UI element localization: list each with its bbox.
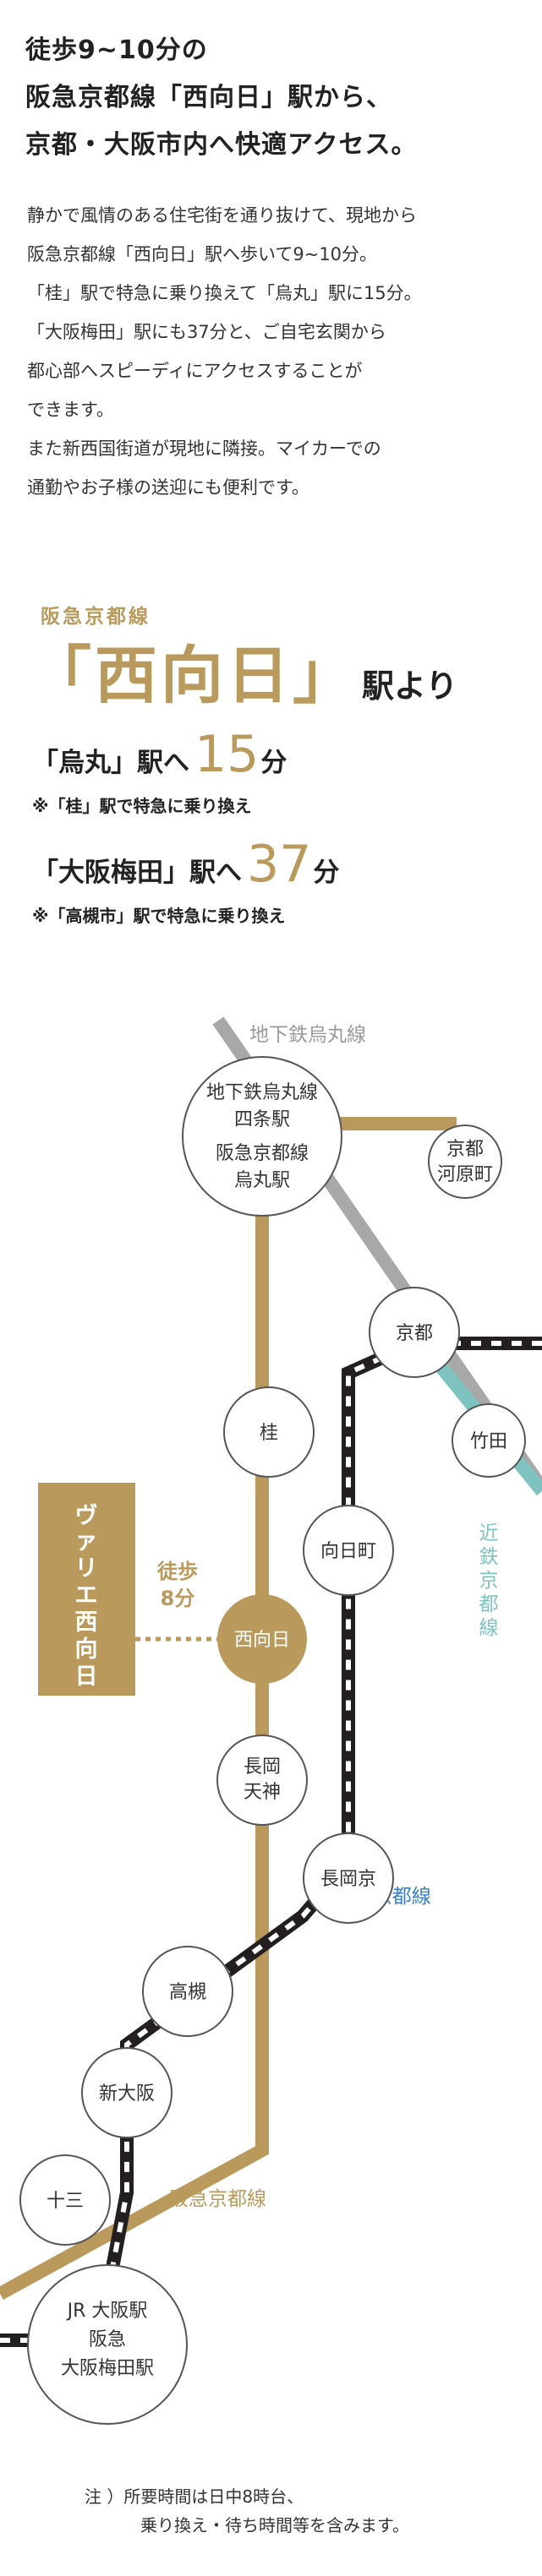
origin-station-suffix: 駅より xyxy=(362,667,458,705)
description-line: 通勤やお子様の送迎にも便利です。 xyxy=(27,477,309,498)
description-line: できます。 xyxy=(27,400,114,420)
station-label: 地下鉄烏丸線 xyxy=(206,1082,318,1103)
station-label: 京都 xyxy=(396,1323,433,1344)
station-label: 十三 xyxy=(47,2191,84,2212)
headline: 徒歩9~10分の 阪急京都線「西向日」駅から、 京都・大阪市内へ快適アクセス。 xyxy=(25,27,524,169)
property-char: 日 xyxy=(75,1664,98,1690)
station-label: 長岡京 xyxy=(320,1869,376,1890)
kintetsu-char: 近 xyxy=(479,1522,499,1544)
walk-label: 徒歩 xyxy=(156,1560,198,1583)
origin-station: 「西向日」駅より xyxy=(29,625,457,716)
station-takatsuki xyxy=(142,1946,233,2037)
footnote-line: 乗り換え・待ち時間等を含みます。 xyxy=(140,2515,409,2535)
subway-line-label: 地下鉄烏丸線 xyxy=(249,1024,366,1046)
station-kyoto xyxy=(369,1287,460,1378)
property-char: ァ xyxy=(75,1528,98,1555)
headline-line-3: 京都・大阪市内へ快適アクセス。 xyxy=(25,130,418,160)
station-label: 京都 xyxy=(446,1139,484,1160)
description-line: 「大阪梅田」駅にも37分と、ご自宅玄関から xyxy=(27,322,386,342)
station-label: 阪急 xyxy=(89,2329,126,2350)
station-nishimuko xyxy=(217,1594,307,1684)
origin-line-name: 阪急京都線 xyxy=(41,606,151,628)
description-line: 「桂」駅で特急に乗り換えて「烏丸」駅に15分。 xyxy=(27,283,422,303)
station-nagaokakyo xyxy=(303,1833,394,1924)
property-name: ヴ ァ リ エ 西 向 日 xyxy=(75,1502,98,1690)
travel-minutes: 15 xyxy=(194,725,260,784)
kintetsu-char: 京 xyxy=(479,1570,499,1592)
travel-unit: 分 xyxy=(260,748,287,778)
station-label: 竹田 xyxy=(470,1431,507,1452)
description-line: 都心部へスピーディにアクセスすることが xyxy=(27,361,363,381)
station-label: 高槻 xyxy=(169,1982,206,2003)
kintetsu-char: 線 xyxy=(479,1617,499,1639)
footnote-line: 注 ）所要時間は日中8時台、 xyxy=(85,2486,304,2507)
kintetsu-line-label: 近 鉄 京 都 線 xyxy=(479,1522,499,1639)
property-char: リ xyxy=(75,1555,98,1582)
hankyu-line-label: 阪急京都線 xyxy=(169,2188,266,2210)
station-label: 大阪梅田駅 xyxy=(61,2358,154,2379)
station-osaka xyxy=(27,2264,188,2425)
kintetsu-char: 鉄 xyxy=(479,1546,499,1568)
transfer-note: ※「桂」駅で特急に乗り換え xyxy=(32,796,252,816)
station-label: 阪急京都線 xyxy=(216,1143,309,1164)
description-line: また新西国街道が現地に隣接。マイカーでの xyxy=(27,438,381,459)
property-box xyxy=(38,1483,135,1696)
description-line: 阪急京都線「西向日」駅へ歩いて9~10分。 xyxy=(27,244,378,264)
station-katsura xyxy=(223,1386,315,1478)
station-label: 向日町 xyxy=(320,1541,376,1562)
station-juso xyxy=(19,2154,111,2246)
station-label: JR 大阪駅 xyxy=(66,2301,148,2322)
station-label: 烏丸駅 xyxy=(234,1170,290,1191)
kintetsu-char: 都 xyxy=(479,1593,499,1615)
station-label: 河原町 xyxy=(437,1164,493,1185)
route-map: ヴ ァ リ エ 西 向 日 徒歩 8分 地下鉄烏丸線 JR京都線 阪急京都線 近… xyxy=(0,1016,542,2425)
station-nagaokatenjin xyxy=(216,1735,308,1826)
description: 静かで風情のある住宅街を通り抜けて、現地から 阪急京都線「西向日」駅へ歩いて9~… xyxy=(27,196,526,507)
station-label: 新大阪 xyxy=(99,2083,155,2105)
station-label: 四条駅 xyxy=(234,1109,290,1130)
travel-destination: 「烏丸」駅へ xyxy=(32,748,189,778)
station-label: 天神 xyxy=(244,1782,281,1803)
station-label: 長岡 xyxy=(244,1756,281,1778)
property-char: ヴ xyxy=(75,1502,98,1529)
station-label: 西向日 xyxy=(234,1630,290,1651)
station-shinosaka xyxy=(81,2047,172,2138)
station-takeda xyxy=(452,1403,526,1478)
description-line: 静かで風情のある住宅街を通り抜けて、現地から xyxy=(27,205,417,226)
station-mukomachi xyxy=(303,1505,394,1596)
footnote: 注 ）所要時間は日中8時台、 乗り換え・待ち時間等を含みます。 xyxy=(85,2482,409,2540)
station-kawaramachi xyxy=(428,1125,502,1199)
hankyu-line xyxy=(0,2087,269,2301)
property-char: エ xyxy=(75,1582,98,1609)
station-karasuma xyxy=(182,1056,342,1217)
travel-unit: 分 xyxy=(313,858,340,888)
travel-minutes: 37 xyxy=(247,835,312,894)
origin-station-name: 「西向日」 xyxy=(29,640,359,712)
station-label: 桂 xyxy=(260,1423,278,1444)
property-char: 西 xyxy=(75,1609,98,1636)
walk-time: 8分 xyxy=(161,1587,195,1610)
travel-destination: 「大阪梅田」駅へ xyxy=(32,858,242,888)
transfer-note: ※「高槻市」駅で特急に乗り換え xyxy=(32,906,286,926)
headline-line-1: 徒歩9~10分の xyxy=(25,35,208,65)
headline-line-2: 阪急京都線「西向日」駅から、 xyxy=(25,83,392,112)
property-char: 向 xyxy=(75,1636,98,1663)
